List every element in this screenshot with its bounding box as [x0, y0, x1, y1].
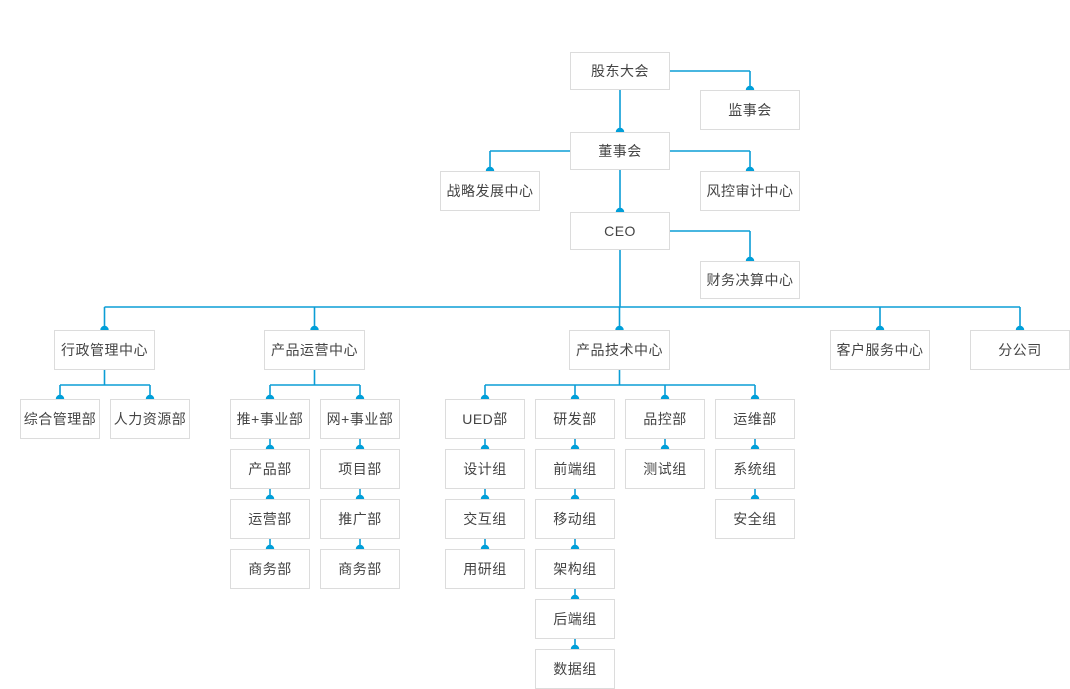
org-node[interactable]: CEO [570, 212, 670, 250]
org-node-label: 产品运营中心 [271, 342, 358, 358]
org-node[interactable]: 财务决算中心 [700, 261, 800, 299]
org-node-label: 设计组 [463, 461, 507, 477]
org-node-label: 风控审计中心 [706, 183, 794, 199]
org-node-label: 分公司 [998, 342, 1042, 358]
org-node-label: 系统组 [733, 461, 777, 477]
org-node-label: 商务部 [338, 561, 382, 577]
org-node-label: 移动组 [553, 511, 597, 527]
org-node[interactable]: 架构组 [535, 549, 615, 589]
org-node[interactable]: 品控部 [625, 399, 705, 439]
org-node-label: 数据组 [553, 661, 597, 677]
org-node[interactable]: 股东大会 [570, 52, 670, 90]
org-node[interactable]: 用研组 [445, 549, 525, 589]
org-node[interactable]: UED部 [445, 399, 525, 439]
org-node[interactable]: 研发部 [535, 399, 615, 439]
org-node-label: 交互组 [463, 511, 507, 527]
org-node-label: 财务决算中心 [706, 272, 794, 288]
org-node[interactable]: 移动组 [535, 499, 615, 539]
org-node-label: 研发部 [553, 411, 597, 427]
org-node-label: 监事会 [728, 102, 772, 118]
org-node[interactable]: 前端组 [535, 449, 615, 489]
org-node[interactable]: 商务部 [230, 549, 310, 589]
org-node-label: 架构组 [553, 561, 597, 577]
org-node-label: 股东大会 [591, 63, 649, 79]
org-node[interactable]: 商务部 [320, 549, 400, 589]
org-node[interactable]: 推广部 [320, 499, 400, 539]
org-node[interactable]: 安全组 [715, 499, 795, 539]
org-node-label: 安全组 [733, 511, 777, 527]
org-node-label: 人力资源部 [113, 411, 187, 427]
org-node-label: UED部 [462, 411, 508, 427]
org-node[interactable]: 综合管理部 [20, 399, 100, 439]
org-node-label: 商务部 [248, 561, 292, 577]
org-node[interactable]: 运营部 [230, 499, 310, 539]
org-node[interactable]: 运维部 [715, 399, 795, 439]
org-node[interactable]: 项目部 [320, 449, 400, 489]
org-node[interactable]: 分公司 [970, 330, 1070, 370]
org-node-label: 网+事业部 [326, 411, 394, 427]
org-node-label: 前端组 [553, 461, 597, 477]
org-node-label: 用研组 [463, 561, 507, 577]
org-node[interactable]: 战略发展中心 [440, 171, 540, 211]
org-node[interactable]: 网+事业部 [320, 399, 400, 439]
org-node[interactable]: 风控审计中心 [700, 171, 800, 211]
org-node-label: 产品部 [248, 461, 292, 477]
org-node[interactable]: 后端组 [535, 599, 615, 639]
org-node[interactable]: 客户服务中心 [830, 330, 930, 370]
org-node-label: 战略发展中心 [446, 183, 534, 199]
org-node[interactable]: 产品技术中心 [569, 330, 670, 370]
org-node-label: 品控部 [643, 411, 687, 427]
org-node-label: 综合管理部 [23, 411, 97, 427]
org-node[interactable]: 测试组 [625, 449, 705, 489]
org-node[interactable]: 推+事业部 [230, 399, 310, 439]
org-node-label: 推广部 [338, 511, 382, 527]
org-node[interactable]: 产品运营中心 [264, 330, 365, 370]
org-node[interactable]: 人力资源部 [110, 399, 190, 439]
org-node[interactable]: 产品部 [230, 449, 310, 489]
org-node-label: 产品技术中心 [576, 342, 663, 358]
org-node-label: 项目部 [338, 461, 382, 477]
org-node[interactable]: 设计组 [445, 449, 525, 489]
org-node-label: 后端组 [553, 611, 597, 627]
org-node-label: 行政管理中心 [61, 342, 148, 358]
org-node-label: 董事会 [598, 143, 642, 159]
org-node[interactable]: 监事会 [700, 90, 800, 130]
org-node[interactable]: 系统组 [715, 449, 795, 489]
org-node-label: 运营部 [248, 511, 292, 527]
org-node-label: CEO [604, 223, 636, 239]
org-node-label: 客户服务中心 [836, 342, 924, 358]
org-node-label: 测试组 [643, 461, 687, 477]
org-node[interactable]: 交互组 [445, 499, 525, 539]
org-node[interactable]: 行政管理中心 [54, 330, 155, 370]
org-node[interactable]: 董事会 [570, 132, 670, 170]
org-node[interactable]: 数据组 [535, 649, 615, 689]
org-node-label: 推+事业部 [236, 411, 304, 427]
org-node-label: 运维部 [733, 411, 777, 427]
